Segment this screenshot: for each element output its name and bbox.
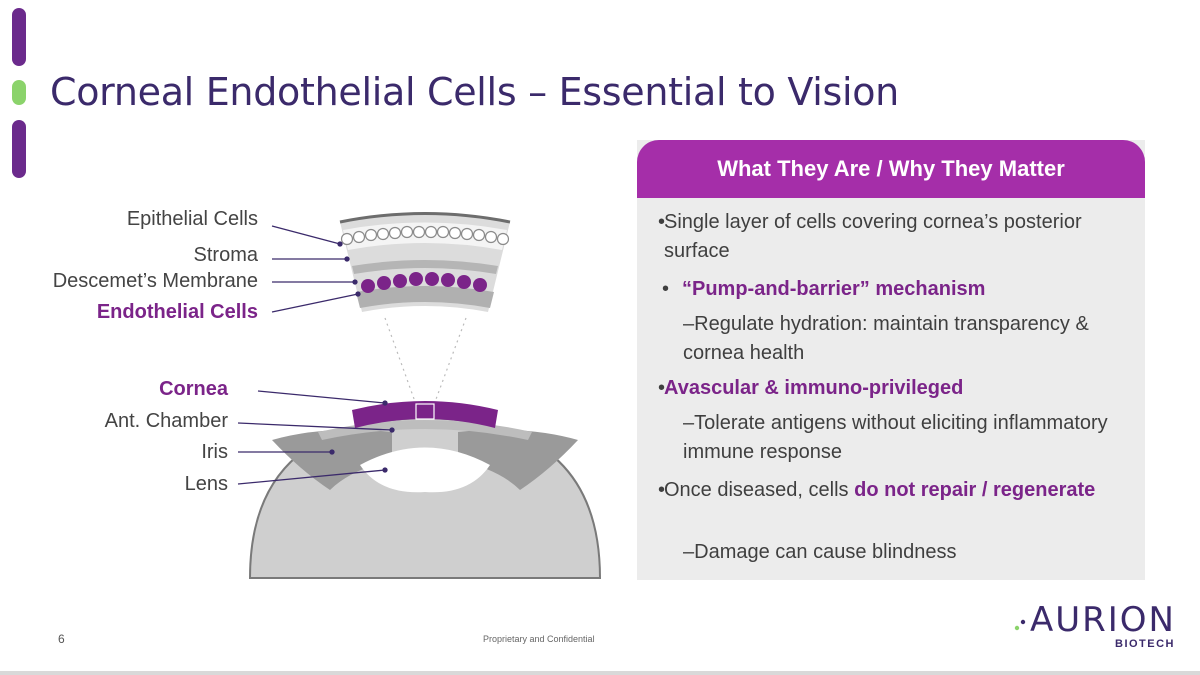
bullet-pump-barrier: •“Pump-and-barrier” mechanism [662,275,1147,304]
bullet-dot: • [662,278,670,300]
label-epithelial-cells: Epithelial Cells [126,208,258,230]
label-lens: Lens [184,473,228,495]
label-cornea: Cornea [159,378,228,400]
label-ant-chamber: Ant. Chamber [104,410,228,432]
accent-bar-bottom [12,120,26,178]
accent-bar-middle [12,80,26,105]
bullet-dot: • [658,377,666,399]
logo-name: AURION [1030,600,1176,640]
footer-confidential: Proprietary and Confidential [483,634,595,644]
epithelial-cells-row [340,225,510,246]
page-number: 6 [58,632,65,646]
bullet-once-diseased: •Once diseased, cells do not repair / re… [658,476,1129,505]
bullet-avascular: •Avascular & immuno-privileged [658,374,1129,403]
panel-header: What They Are / Why They Matter [637,140,1145,198]
eyeball [248,416,602,579]
bullet-dot: • [658,211,666,233]
label-descemets-membrane: Descemet’s Membrane [52,270,258,292]
bottom-divider [0,671,1200,675]
cornea-band [352,401,498,428]
endothelial-cells-row [361,272,487,293]
cornea-cross-section [339,212,511,312]
label-iris: Iris [201,441,228,463]
eye-diagram [237,212,602,579]
slide-title: Corneal Endothelial Cells – Essential to… [50,70,899,114]
accent-bar-top [12,8,26,66]
bullet-dot: • [658,479,666,501]
cornea-zoom-box [415,403,435,420]
bullet-single-layer: •Single layer of cells covering cornea’s… [658,208,1129,266]
info-panel [637,140,1145,580]
label-stroma: Stroma [193,244,258,266]
sub-regulate-hydration: –Regulate hydration: maintain transparen… [683,313,1089,364]
aurion-logo-mark [1014,619,1026,631]
sub-damage-blindness: –Damage can cause blindness [683,541,957,563]
logo-subtitle: BIOTECH [1115,638,1175,650]
sub-tolerate-antigens: –Tolerate antigens without eliciting inf… [683,412,1108,463]
label-endothelial-cells: Endothelial Cells [96,301,258,323]
